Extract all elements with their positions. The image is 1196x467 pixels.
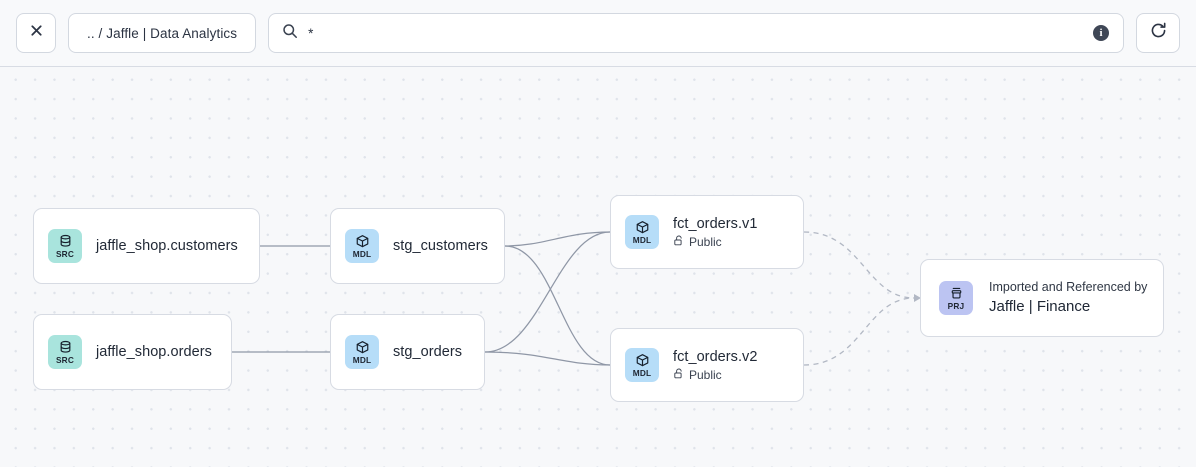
node-src-customers[interactable]: SRC jaffle_shop.customers (33, 208, 260, 284)
edge-stg-customers-to-fct-v1 (504, 231, 611, 247)
node-access-label: Public (689, 234, 722, 249)
node-src-orders[interactable]: SRC jaffle_shop.orders (33, 314, 232, 390)
info-icon[interactable]: i (1093, 25, 1109, 41)
badge-label: PRJ (947, 300, 965, 311)
info-glyph: i (1099, 27, 1103, 39)
badge-label: SRC (55, 354, 75, 365)
close-icon (29, 23, 44, 43)
node-title: stg_orders (393, 344, 463, 360)
badge-mdl: MDL (345, 229, 379, 263)
refresh-icon (1149, 21, 1168, 45)
close-button[interactable] (16, 13, 56, 53)
badge-mdl: MDL (625, 348, 659, 382)
node-title: fct_orders.v2 (673, 348, 758, 365)
node-title: Jaffle | Finance (989, 298, 1091, 315)
node-access: Public (673, 235, 757, 250)
edge-arrowhead-project (914, 294, 921, 302)
breadcrumb[interactable]: .. / Jaffle | Data Analytics (68, 13, 257, 53)
node-text: Imported and Referenced by Jaffle | Fina… (989, 279, 1147, 317)
badge-mdl: MDL (625, 215, 659, 249)
badge-prj: PRJ (939, 281, 973, 315)
cube-icon (635, 353, 650, 368)
edge-fct-v2-to-project (803, 297, 915, 366)
node-text: jaffle_shop.orders (96, 343, 212, 361)
node-fct-orders-v1[interactable]: MDL fct_orders.v1 Public (610, 195, 804, 269)
badge-src: SRC (48, 229, 82, 263)
top-toolbar: .. / Jaffle | Data Analytics i (0, 0, 1196, 67)
node-access-label: Public (689, 367, 722, 382)
node-title: fct_orders.v1 (673, 215, 758, 232)
unlock-icon (673, 235, 684, 250)
search-bar[interactable]: i (268, 13, 1124, 53)
package-icon (949, 286, 964, 301)
node-stg-customers[interactable]: MDL stg_customers (330, 208, 505, 284)
badge-src: SRC (48, 335, 82, 369)
node-title: jaffle_shop.customers (96, 238, 238, 254)
edge-fct-v1-to-project (803, 231, 915, 299)
node-title: stg_customers (393, 238, 488, 254)
node-text: stg_orders (393, 343, 462, 361)
database-icon (58, 340, 73, 355)
unlock-icon (673, 368, 684, 383)
breadcrumb-label: .. / Jaffle | Data Analytics (87, 25, 238, 41)
node-overline: Imported and Referenced by (989, 280, 1148, 294)
search-input[interactable] (308, 14, 1083, 52)
node-title: jaffle_shop.orders (96, 344, 212, 360)
badge-label: MDL (632, 367, 652, 378)
search-icon (282, 23, 298, 44)
badge-label: MDL (352, 354, 372, 365)
badge-label: MDL (632, 234, 652, 245)
edge-stg-orders-to-fct-v2 (484, 351, 611, 366)
badge-mdl: MDL (345, 335, 379, 369)
graph-canvas[interactable]: SRC jaffle_shop.customers SRC jaffle_sh (0, 67, 1196, 467)
node-project[interactable]: PRJ Imported and Referenced by Jaffle | … (920, 259, 1164, 337)
node-stg-orders[interactable]: MDL stg_orders (330, 314, 485, 390)
node-fct-orders-v2[interactable]: MDL fct_orders.v2 Public (610, 328, 804, 402)
badge-label: MDL (352, 248, 372, 259)
cube-icon (635, 220, 650, 235)
cube-icon (355, 340, 370, 355)
graph-edges (232, 231, 921, 366)
refresh-button[interactable] (1136, 13, 1180, 53)
database-icon (58, 234, 73, 249)
edge-stg-customers-to-fct-v2 (504, 245, 611, 366)
node-text: stg_customers (393, 237, 488, 255)
edge-stg-orders-to-fct-v1 (484, 231, 611, 353)
node-text: jaffle_shop.customers (96, 237, 238, 255)
node-access: Public (673, 368, 757, 383)
cube-icon (355, 234, 370, 249)
node-text: fct_orders.v2 Public (673, 348, 757, 383)
node-text: fct_orders.v1 Public (673, 215, 757, 250)
badge-label: SRC (55, 248, 75, 259)
